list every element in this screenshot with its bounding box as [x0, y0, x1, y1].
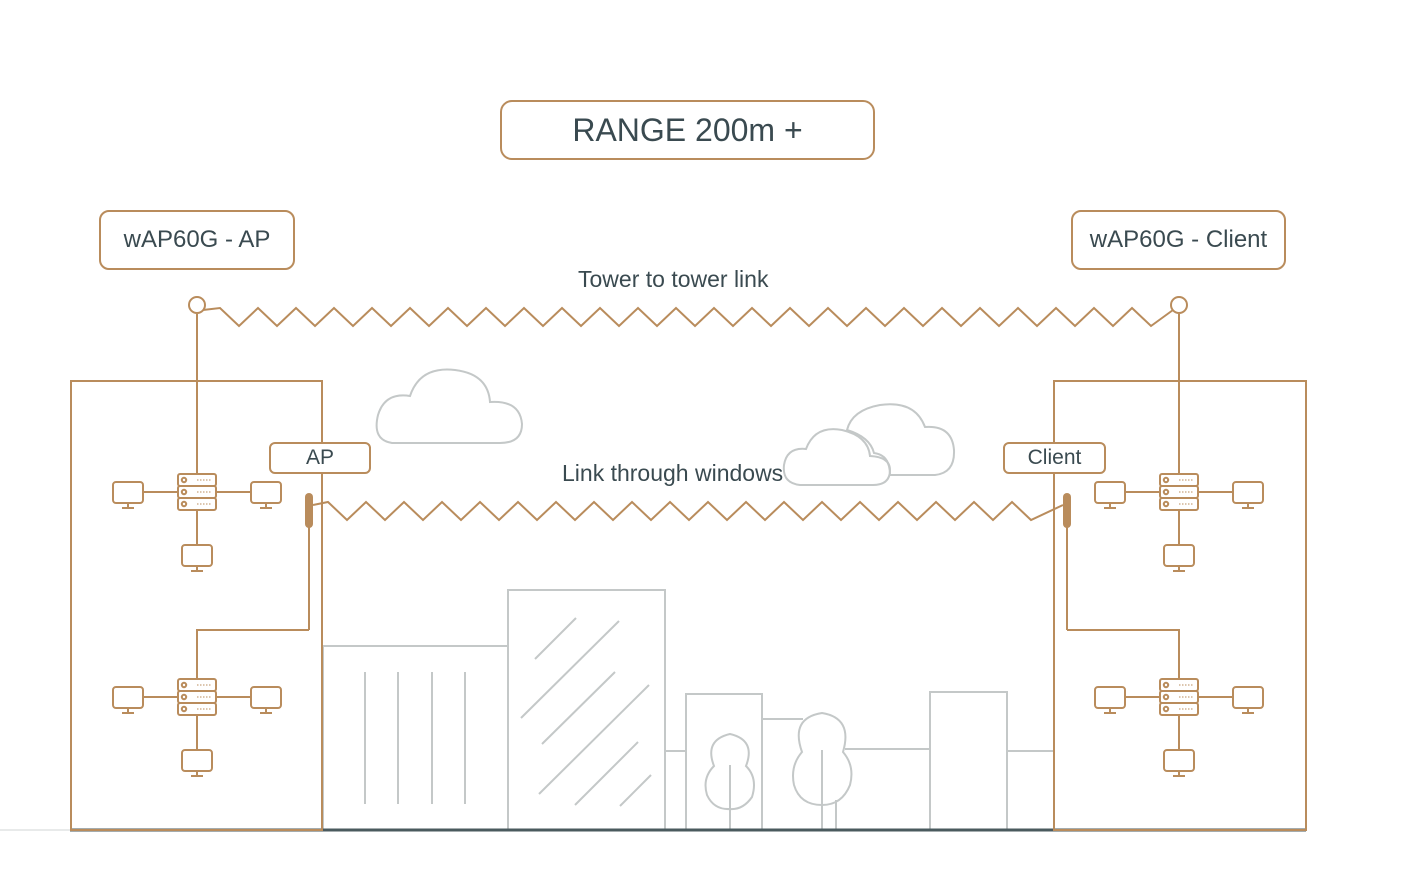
tower-link-signal — [202, 306, 1174, 328]
monitor-icon — [181, 544, 213, 567]
monitor-icon — [250, 686, 282, 709]
right-device-label: wAP60G - Client — [1071, 210, 1286, 270]
range-text: RANGE 200m + — [572, 111, 803, 148]
cloud-icon — [845, 403, 956, 476]
tower-link-label: Tower to tower link — [578, 266, 769, 292]
monitor-icon — [1232, 686, 1264, 709]
monitor-icon — [1232, 481, 1264, 504]
building — [322, 645, 509, 831]
ap-unit-text: AP — [305, 446, 334, 469]
left-device-text: wAP60G - AP — [123, 226, 271, 253]
monitor-icon — [112, 686, 144, 709]
left-antenna-icon — [188, 296, 206, 314]
monitor-icon — [1163, 749, 1195, 772]
monitor-icon — [1094, 686, 1126, 709]
right-device-text: wAP60G - Client — [1089, 226, 1268, 253]
tree-icon — [792, 711, 853, 807]
ap-window-unit-icon — [305, 493, 313, 528]
ap-unit-label: AP — [269, 442, 371, 474]
building — [929, 691, 1008, 831]
tree-icon — [704, 732, 755, 811]
cloud-icon — [375, 368, 524, 444]
monitor-icon — [1163, 544, 1195, 567]
city-scenery — [322, 368, 1053, 831]
client-unit-text: Client — [1027, 446, 1082, 469]
monitor-icon — [181, 749, 213, 772]
client-unit-label: Client — [1003, 442, 1106, 474]
monitor-icon — [112, 481, 144, 504]
monitor-icon — [1094, 481, 1126, 504]
right-antenna-icon — [1170, 296, 1188, 314]
cloud-icon — [782, 428, 892, 486]
range-label: RANGE 200m + — [500, 100, 875, 160]
left-device-label: wAP60G - AP — [99, 210, 295, 270]
monitor-icon — [250, 481, 282, 504]
window-link-label: Link through windows — [562, 460, 784, 486]
client-window-unit-icon — [1063, 493, 1071, 528]
window-link-signal — [312, 500, 1064, 522]
